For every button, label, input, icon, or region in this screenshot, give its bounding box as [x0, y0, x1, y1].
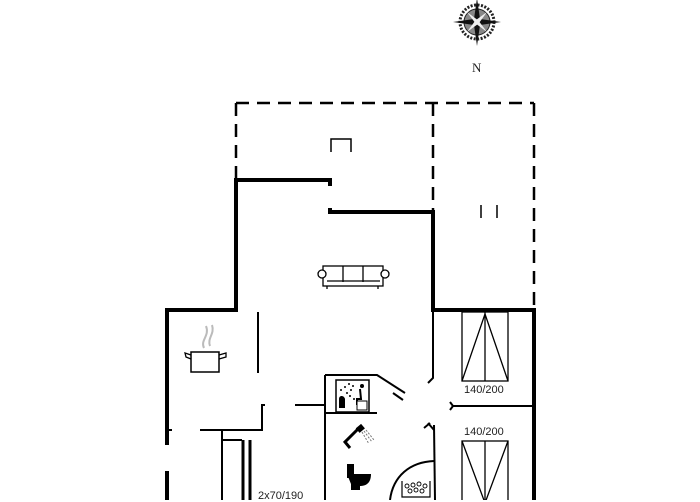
whirlpool-icon [389, 460, 435, 500]
interior-wall [325, 374, 406, 394]
carport-marker [480, 205, 498, 218]
toilet-icon [347, 464, 371, 490]
door-swing [423, 422, 435, 431]
outdoor-furniture-icon [330, 138, 352, 152]
exterior-wall [234, 178, 332, 186]
interior-wall [433, 424, 436, 500]
exterior-wall [328, 208, 435, 312]
interior-wall [200, 404, 265, 431]
north-label: N [472, 60, 482, 75]
bed-size-label: 140/200 [464, 384, 504, 396]
sauna-icon [335, 379, 370, 413]
sofa-icon [317, 265, 390, 289]
double-bed-icon [461, 440, 509, 500]
cooking-pot-icon [184, 324, 227, 373]
bed-size-label: 2x70/190 [258, 490, 304, 502]
door-swing [449, 401, 455, 411]
interior-wall [427, 310, 434, 384]
double-bed-icon [461, 311, 509, 382]
compass-rose-icon [453, 0, 501, 46]
exterior-wall [431, 308, 536, 500]
door-swing [392, 392, 404, 401]
shower-icon [342, 423, 375, 449]
bed-size-label: 140/200 [464, 426, 504, 438]
exterior-wall [165, 178, 238, 445]
